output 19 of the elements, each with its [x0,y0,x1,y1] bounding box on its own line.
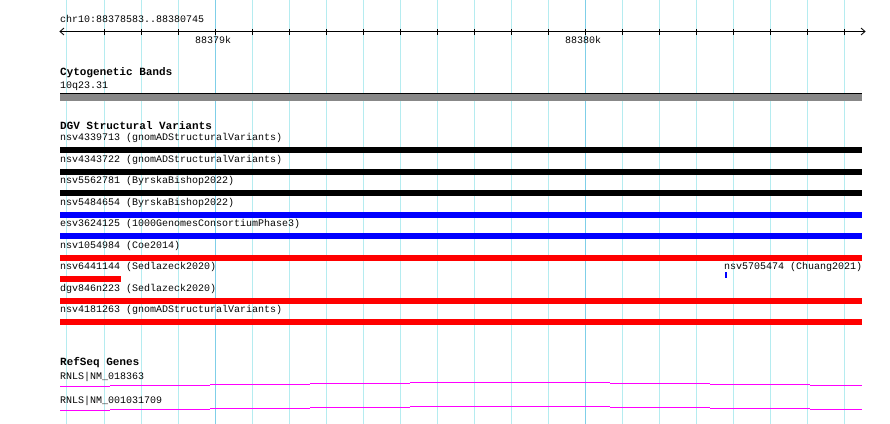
track-heading: Cytogenetic Bands [60,68,172,79]
feature-label: nsv5484654 (ByrskaBishop2022) [60,198,234,208]
tick-label: 88379k [195,36,232,47]
feature-label: nsv1054984 (Coe2014) [60,240,180,252]
feature-label: RNLS|NM_018363 [60,372,144,383]
feature-label: nsv6441144 (Sedlazeck2020) [60,262,216,273]
track-heading: DGV Structural Variants [60,122,212,133]
feature-label: nsv5705474 (Chuang2021) [724,262,862,273]
tick-label: 88380k [565,36,602,47]
feature-label: 10q23.31 [60,81,108,92]
track-heading: RefSeq Genes [60,358,140,369]
feature-label: nsv4339713 (gnomADStructuralVariants) [60,133,282,144]
feature-label: nsv4343722 (gnomADStructuralVariants) [60,154,282,166]
region-label: chr10:88378583..88380745 [60,15,204,26]
feature-label: RNLS|NM_001031709 [60,396,162,407]
feature-label: esv3624125 (1000GenomesConsortiumPhase3) [60,219,300,230]
feature-label: nsv4181263 (gnomADStructuralVariants) [60,305,282,316]
feature-label: dgv846n223 (Sedlazeck2020) [60,284,216,294]
feature-label: nsv5562781 (ByrskaBishop2022) [60,176,234,187]
